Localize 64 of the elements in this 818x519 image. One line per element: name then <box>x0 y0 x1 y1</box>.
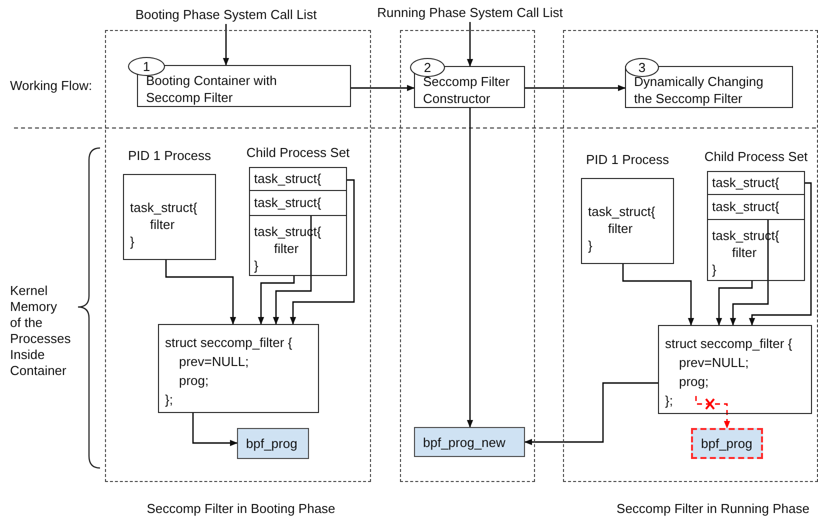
code-line: task_struct{ <box>588 203 656 220</box>
group-heading: Child Process Set <box>246 145 350 160</box>
code-line: } <box>712 261 716 278</box>
input-label: Booting Phase System Call List <box>135 6 317 23</box>
code-line: task_struct{ <box>254 194 322 211</box>
row-label: Working Flow: <box>10 78 92 93</box>
code-line: struct seccomp_filter { <box>165 334 292 352</box>
step-number-ellipse <box>410 58 445 77</box>
code-line: task_struct{ <box>254 170 322 187</box>
arrow <box>622 264 694 326</box>
program-name: bpf_prog_new <box>423 434 506 451</box>
arrow <box>258 276 295 325</box>
step-number-ellipse <box>128 57 165 76</box>
input-label: Running Phase System Call List <box>377 4 563 21</box>
arrow <box>695 396 730 429</box>
panel-caption: Seccomp Filter in Running Phase <box>616 501 810 516</box>
step-number: 2 <box>422 59 432 76</box>
struct-box <box>658 325 812 414</box>
code-line: task_struct{ <box>712 198 780 215</box>
code-line: prev=NULL; <box>179 353 249 371</box>
code-line: prev=NULL; <box>679 354 749 372</box>
arrow <box>524 382 658 446</box>
arrow <box>222 24 230 66</box>
code-line: filter <box>274 240 299 257</box>
step-label: Dynamically Changing the Seccomp Filter <box>634 73 764 107</box>
panel-caption: Seccomp Filter in Booting Phase <box>146 501 336 516</box>
arrow <box>290 179 355 325</box>
group-heading: Child Process Set <box>704 149 808 164</box>
group-heading: PID 1 Process <box>128 148 212 163</box>
code-line: filter <box>150 216 175 233</box>
step-number: 3 <box>637 59 647 76</box>
phase-panel <box>400 30 535 482</box>
arrow <box>192 413 238 446</box>
code-line: }; <box>665 392 673 410</box>
step-label: Seccomp Filter Constructor <box>423 73 511 107</box>
program-name: bpf_prog <box>701 435 752 452</box>
code-line: } <box>130 233 134 250</box>
code-line: prog; <box>179 372 209 390</box>
arrow <box>466 108 474 428</box>
arrow <box>466 22 474 67</box>
code-line: task_struct{ <box>130 199 198 216</box>
struct-box <box>158 324 319 413</box>
step-number-ellipse <box>625 58 659 77</box>
step-label: Booting Container with Seccomp Filter <box>146 72 278 106</box>
arrow <box>748 182 812 326</box>
code-line: } <box>588 237 592 254</box>
step-number: 1 <box>142 58 152 75</box>
side-label: Kernel Memory of the Processes Inside Container <box>10 283 71 379</box>
program-box <box>414 427 525 457</box>
arrow <box>165 260 236 325</box>
code-line: } <box>254 257 258 274</box>
program-name: bpf_prog <box>246 435 298 452</box>
arrow <box>351 84 415 92</box>
code-line: task_struct{ <box>712 174 780 191</box>
arrow <box>525 84 626 92</box>
code-line: prog; <box>679 373 709 391</box>
code-line: filter <box>732 244 757 261</box>
program-box <box>691 428 763 459</box>
arrow <box>716 281 753 326</box>
code-line: }; <box>165 391 173 409</box>
program-box <box>237 428 309 459</box>
code-line: struct seccomp_filter { <box>665 335 792 353</box>
code-line: filter <box>608 220 633 237</box>
group-heading: PID 1 Process <box>586 152 670 167</box>
